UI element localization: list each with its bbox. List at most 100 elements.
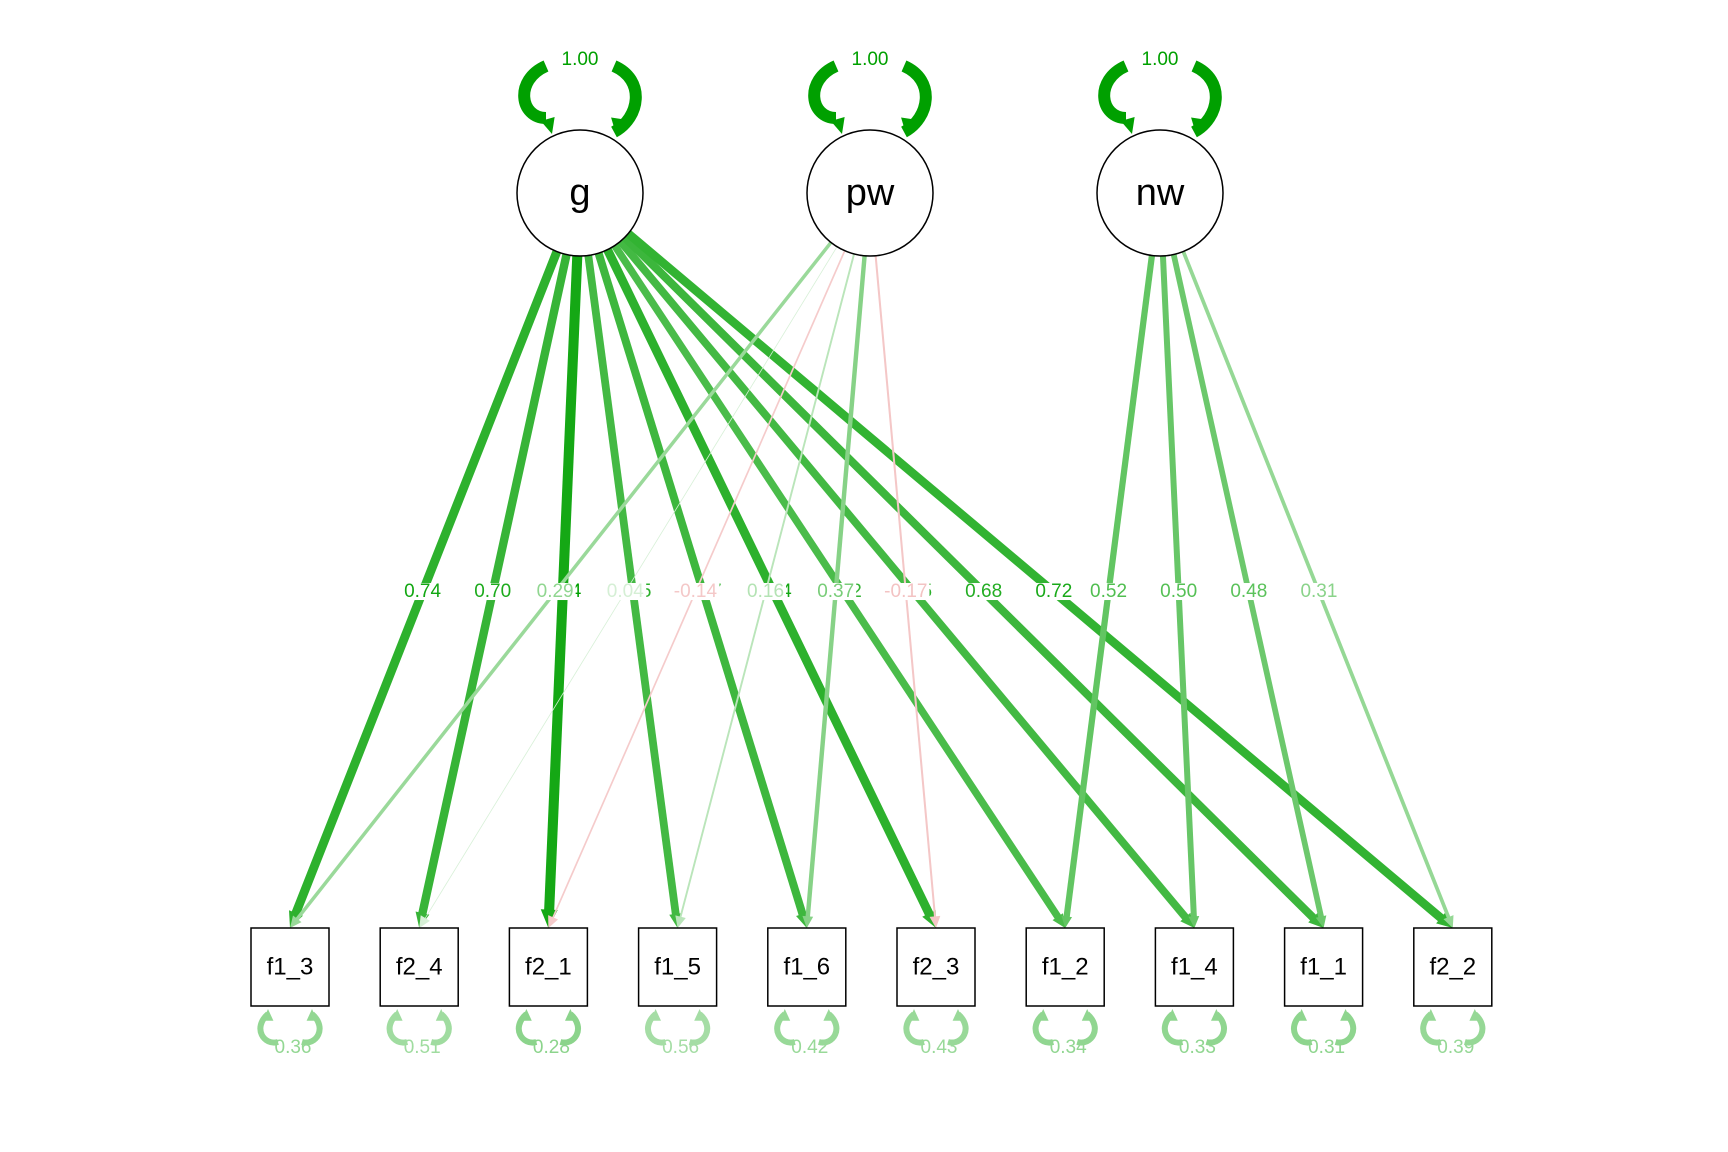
manifest-box xyxy=(1283,927,1364,1007)
variance-arrowhead-left-pw xyxy=(830,117,845,134)
latent-node-nw: nw xyxy=(1096,129,1224,257)
residual-label-f2_4: 0.51 xyxy=(404,1037,441,1058)
residual-label-f2_3: 0.43 xyxy=(921,1037,958,1058)
residual-arrowhead-left-f2_3 xyxy=(908,1009,920,1021)
loading-label-pw-f2_4: 0.04 xyxy=(607,581,644,602)
variance-arrowhead-left-nw xyxy=(1120,117,1135,134)
loading-arrowhead-g-f1_1 xyxy=(1308,912,1324,928)
loading-arrowhead-pw-f2_4 xyxy=(419,915,430,928)
loading-label-bg xyxy=(402,583,444,601)
residual-arrowhead-right-f2_1 xyxy=(565,1009,576,1021)
residual-arrowhead-right-f1_2 xyxy=(1081,1009,1093,1021)
loading-label-g-f1_1: 0.68 xyxy=(965,581,1002,602)
residual-arrowhead-right-f2_2 xyxy=(1469,1009,1481,1021)
loading-label-bg xyxy=(882,583,930,601)
loading-arrowhead-pw-f1_3 xyxy=(290,915,302,928)
loading-label-pw-f2_1: -0.14 xyxy=(674,581,718,602)
variance-arrowhead-right-nw xyxy=(1191,117,1206,134)
manifest-label: f1_3 xyxy=(267,953,314,980)
loading-label-pw-f1_3: 0.29 xyxy=(537,581,574,602)
manifest-label: f2_4 xyxy=(396,953,443,980)
manifest-box xyxy=(1025,927,1105,1007)
loading-arrowhead-nw-f2_2 xyxy=(1443,915,1454,928)
loading-arrowhead-pw-f1_5 xyxy=(675,915,686,928)
loading-label-nw-f1_2: 0.52 xyxy=(1090,581,1127,602)
manifest-node-f1_2: f1_2 xyxy=(1025,927,1105,1007)
variance-label-nw: 1.00 xyxy=(1142,49,1179,70)
manifest-label: f1_5 xyxy=(654,953,701,980)
manifest-box xyxy=(896,927,976,1007)
latent-circle xyxy=(516,129,644,257)
edges-layer xyxy=(288,230,1454,928)
loading-label-pw-f1_5: 0.16 xyxy=(747,581,784,602)
residual-label-f2_2: 0.39 xyxy=(1437,1037,1474,1058)
residual-arrowhead-left-f2_4 xyxy=(391,1009,403,1021)
residual-arrowhead-left-f2_2 xyxy=(1425,1009,1437,1021)
loading-arrowhead-pw-f1_6 xyxy=(802,915,814,928)
residual-arrowhead-right-f2_3 xyxy=(952,1009,964,1021)
manifest-label: f2_3 xyxy=(913,953,960,980)
loading-arrowhead-nw-f1_2 xyxy=(1061,915,1073,928)
latent-node-g: g xyxy=(516,129,644,257)
manifest-node-f2_1: f2_1 xyxy=(508,927,589,1007)
residual-arrowhead-left-f2_1 xyxy=(521,1009,532,1021)
variance-label-pw: 1.00 xyxy=(852,49,889,70)
manifest-node-f1_1: f1_1 xyxy=(1283,927,1364,1007)
loading-label-g-f2_2: 0.72 xyxy=(1035,581,1072,602)
residual-arrowhead-left-f1_1 xyxy=(1296,1009,1307,1021)
manifest-node-f1_6: f1_6 xyxy=(767,927,847,1007)
manifest-box xyxy=(250,927,330,1007)
manifest-box xyxy=(637,927,718,1007)
loading-label-bg xyxy=(1088,583,1130,601)
latent-label: nw xyxy=(1136,172,1185,214)
loading-arrowhead-pw-f2_3 xyxy=(929,915,941,928)
manifest-node-f1_3: f1_3 xyxy=(250,927,330,1007)
manifest-box xyxy=(1154,927,1235,1007)
latent-label: g xyxy=(569,172,590,214)
loading-label-bg xyxy=(745,583,787,601)
loading-label-bg xyxy=(671,583,720,601)
loading-arrowhead-g-f2_2 xyxy=(1436,912,1453,928)
labels-layer: 0.740.700.840.650.670.740.620.650.680.72… xyxy=(275,49,1475,1058)
loading-arrowhead-nw-f1_4 xyxy=(1188,916,1200,928)
loading-label-nw-f2_2: 0.31 xyxy=(1300,581,1337,602)
residual-arrowhead-right-f1_4 xyxy=(1211,1009,1222,1021)
latent-circle xyxy=(1096,129,1224,257)
manifest-box xyxy=(508,927,589,1007)
loading-arrowhead-pw-f2_1 xyxy=(548,915,559,928)
manifest-node-f1_5: f1_5 xyxy=(637,927,718,1007)
loading-label-nw-f1_1: 0.48 xyxy=(1230,581,1267,602)
manifest-node-f2_4: f2_4 xyxy=(379,927,459,1007)
loading-label-g-f1_3: 0.74 xyxy=(404,581,441,602)
residual-arrowhead-left-f1_3 xyxy=(262,1009,274,1021)
residual-arrowhead-right-f1_6 xyxy=(823,1009,835,1021)
loading-label-bg xyxy=(604,583,647,601)
loading-label-bg xyxy=(1228,583,1270,601)
variance-arrowhead-left-g xyxy=(540,117,555,134)
variance-arrowhead-right-g xyxy=(611,117,626,134)
loading-edge-g-f1_1 xyxy=(621,234,1318,923)
residual-label-f1_5: 0.56 xyxy=(662,1037,699,1058)
loading-arrowhead-g-f2_3 xyxy=(922,910,936,928)
loading-label-pw-f2_3: -0.17 xyxy=(884,581,927,602)
manifest-box xyxy=(379,927,459,1007)
variance-loop-pw xyxy=(808,60,932,138)
manifest-node-f2_3: f2_3 xyxy=(896,927,976,1007)
loading-label-bg xyxy=(963,583,1005,601)
residual-arrowhead-left-f1_2 xyxy=(1037,1009,1049,1021)
manifest-node-f1_4: f1_4 xyxy=(1154,927,1235,1007)
variance-arrowhead-right-pw xyxy=(901,117,916,134)
loading-label-bg xyxy=(534,583,576,601)
self-loops-layer xyxy=(257,60,1486,1046)
residual-arrowhead-right-f1_1 xyxy=(1340,1009,1351,1021)
manifest-label: f2_2 xyxy=(1429,953,1476,980)
residual-label-f2_1: 0.28 xyxy=(533,1037,570,1058)
loading-edge-pw-f1_3 xyxy=(294,241,833,922)
loading-label-bg xyxy=(1158,583,1200,601)
latent-circle xyxy=(806,129,934,257)
loading-arrowhead-nw-f1_1 xyxy=(1315,915,1327,928)
loading-label-pw-f1_6: 0.37 xyxy=(817,581,854,602)
variance-label-g: 1.00 xyxy=(562,49,599,70)
